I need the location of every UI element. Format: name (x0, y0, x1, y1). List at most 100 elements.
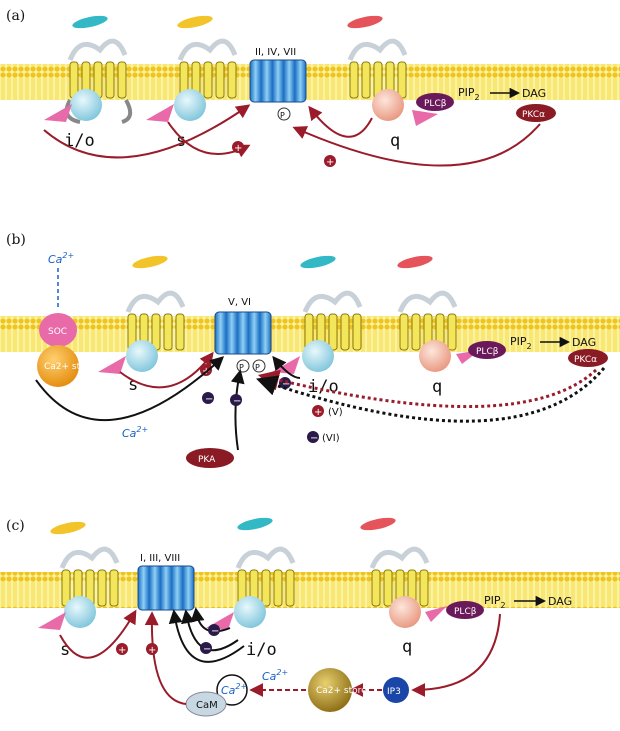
gi-ligand-icon-b (300, 255, 336, 269)
receptor-gq-a (347, 38, 408, 99)
receptor-gq-c (369, 546, 430, 607)
plc-to-ip3-arrow-c (411, 613, 501, 697)
ca-store-label-b: Ca2+ store (44, 362, 95, 372)
plus-sign-c2: + (148, 645, 156, 656)
receptor-gio-b (302, 290, 363, 351)
ca-mid-label-b: Ca2+ (122, 425, 148, 440)
g-label-gio-a: i/o (64, 131, 95, 151)
plc-label-c: PLCβ (454, 607, 477, 617)
isoforms-b: V, VI (228, 297, 251, 308)
isoforms-c: I, III, VIII (140, 553, 180, 564)
plc-beta-b (468, 341, 506, 359)
gio-arrow-b (272, 355, 301, 379)
phospho-a (277, 107, 291, 121)
pkc-label-a: PKCα (522, 110, 545, 120)
receptor-gs-c (59, 546, 120, 607)
g-label-gs-a: s (176, 131, 186, 151)
plus-badge-b1 (200, 364, 212, 376)
pip2-label-a: PIP2 (458, 86, 480, 102)
g-label-gq-a: q (390, 131, 400, 151)
cam-arrow-c (144, 611, 187, 705)
g-beta-gamma-a2 (146, 104, 174, 122)
gs-arrow-b (119, 351, 214, 389)
ca-store-label-c: Ca2+ store (316, 686, 367, 696)
g-beta-gamma-a1 (44, 104, 72, 122)
cam-label-c: CaM (196, 700, 218, 711)
g-alpha-gq-b (419, 340, 451, 372)
panel-a: (a) i/o s II, (0, 8, 620, 168)
adenylyl-cyclase-a (249, 59, 307, 103)
ca-store-c (308, 668, 352, 712)
phospho-label-b2: P (255, 363, 260, 372)
receptor-gs-a (177, 38, 238, 99)
g-alpha-gs-a (174, 89, 206, 121)
pka-b (186, 448, 234, 468)
gq-ligand-icon-b (397, 255, 433, 269)
pkc-alpha-b (568, 349, 608, 367)
gq-ligand-icon (347, 15, 383, 29)
adenylyl-cyclase-c (137, 565, 195, 611)
receptor-gio-a (64, 38, 133, 124)
plus-badge-c2 (146, 643, 158, 655)
phospho-label-a: P (280, 111, 285, 120)
pkc-stim-dotted-b (257, 368, 598, 409)
minus-sign-b2: − (233, 396, 241, 407)
g-alpha-gio-a (70, 89, 102, 121)
ca-bound-label-c: Ca2+ (221, 682, 247, 697)
soc-label-b: SOC (48, 327, 67, 337)
minus-badge-b2 (230, 394, 242, 406)
minus-sign-b1: − (205, 394, 213, 405)
vi-label-b: (VI) (322, 433, 340, 444)
plus-sign-a2: + (326, 157, 334, 168)
dag-label-c: DAG (548, 595, 572, 608)
ca-mid-label-c: Ca2+ (262, 668, 288, 683)
gs-arrow-c (59, 609, 137, 659)
minus-sign-b3: − (282, 379, 290, 390)
plus-badge-a2 (324, 155, 336, 167)
dag-label-b: DAG (572, 336, 596, 349)
minus-badge-b4 (307, 431, 319, 443)
plus-badge-b2 (312, 405, 324, 417)
g-label-gq-c: q (402, 637, 412, 657)
pip2-label-b: PIP2 (510, 335, 532, 351)
pka-arrow-b (230, 369, 245, 451)
g-alpha-gs-c (64, 596, 96, 628)
ip3-c (383, 677, 409, 703)
panel-b-label: (b) (6, 232, 26, 248)
panel-a-label: (a) (6, 8, 25, 24)
ca-bound-cam-c (216, 674, 248, 706)
gio-arrow-a (43, 104, 251, 159)
g-beta-gamma-c1 (38, 612, 66, 630)
plus-sign-b2: + (314, 407, 322, 418)
pka-label-b: PKA (198, 455, 216, 465)
minus-sign-c2: − (203, 644, 211, 655)
g-label-gs-b: s (128, 375, 138, 395)
g-alpha-gq-c (389, 596, 421, 628)
gi-ligand-icon (72, 15, 108, 29)
plc-beta-c (446, 601, 484, 619)
ip3-label-c: IP3 (387, 687, 401, 697)
g-alpha-gio-c (234, 596, 266, 628)
gio-arrow-c1 (190, 607, 231, 633)
pkc-label-b: PKCα (574, 355, 597, 365)
pkc-alpha-a (516, 104, 556, 122)
g-label-gq-b: q (432, 377, 442, 397)
plus-badge-a1 (232, 141, 244, 153)
pkc-inhibit-dotted-b (256, 367, 606, 423)
plus-badge-c1 (116, 643, 128, 655)
plus-sign-c1: + (118, 645, 126, 656)
gi-ligand-icon-c (237, 517, 273, 531)
soc-channel-b (39, 313, 77, 347)
g-alpha-gs-b (126, 340, 158, 372)
panel-c-label: (c) (6, 518, 25, 534)
pip2-label-c: PIP2 (484, 594, 506, 610)
receptor-gq-b (397, 290, 458, 351)
minus-sign-c1: − (211, 626, 219, 637)
gs-ligand-icon (177, 15, 213, 29)
g-label-gio-b: i/o (308, 377, 339, 397)
gq-ligand-icon-c (360, 517, 396, 531)
panel-b: (b) Ca2+ SOC Ca2+ store s V, VI P P (0, 232, 620, 468)
g-label-gs-c: s (60, 640, 70, 660)
minus-sign-b4: − (310, 433, 318, 444)
